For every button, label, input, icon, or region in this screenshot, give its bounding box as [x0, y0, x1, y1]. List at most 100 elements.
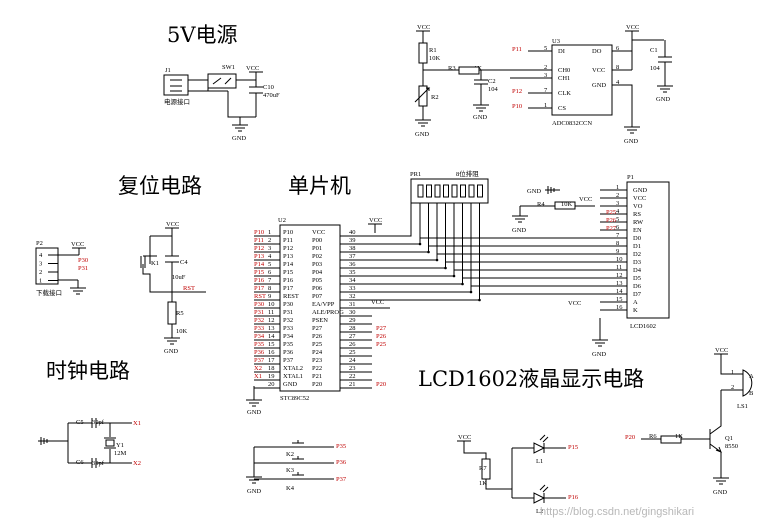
adc-c2-val: 104: [488, 86, 499, 93]
reset-vcc: VCC: [166, 221, 179, 228]
adc-rpin-num-0: 6: [616, 45, 620, 52]
lcd-pin-name-5: EN: [633, 227, 642, 234]
mcu-rpin-net-0: P27: [376, 325, 387, 332]
adc-c1-val: 104: [650, 65, 661, 72]
bus-line-7: [372, 293, 600, 301]
mcu-rpin-num-3: 37: [349, 253, 356, 260]
lcd-pin-num-11: 12: [616, 272, 623, 279]
lcd-pin-num-13: 14: [616, 288, 623, 295]
key-k3: K3: [286, 467, 294, 474]
adc-r1-ref: R1: [429, 47, 437, 54]
adc-pin-name-1: CH0: [558, 67, 570, 74]
mcu-rpin-name-4: P03: [312, 261, 322, 268]
mcu-lpin-net-7: P17: [254, 285, 265, 292]
mcu-rpin-num-4: 36: [349, 261, 356, 268]
mcu-rpin-num-7: 33: [349, 285, 356, 292]
led-vcc: VCC: [458, 434, 471, 441]
bus-line-5: [372, 277, 600, 285]
pr1-cell-5: [460, 184, 466, 198]
lcd-pin-name-10: D4: [633, 267, 642, 274]
lcd-pin-name-0: GND: [633, 187, 647, 194]
adc-rpin-name-1: VCC: [592, 67, 605, 74]
lcd-pin-name-14: A: [633, 299, 638, 306]
bus-line-6: [372, 285, 600, 293]
power-vcc-wire: [236, 71, 263, 87]
buzzer-gnd-label: GND: [713, 489, 727, 496]
adc-gnd-wire: [612, 84, 640, 134]
mcu-lpin-num-4: 5: [268, 261, 271, 268]
clock-x2: X2: [133, 460, 141, 467]
j1-ref: J1: [165, 67, 171, 74]
mcu-lpin-net-9: P30: [254, 301, 264, 308]
adc-r1-vcc: VCC: [417, 24, 430, 31]
mcu-lpin-name-8: REST: [283, 293, 299, 300]
bus-line-1: [372, 245, 600, 253]
mcu-lpin-num-13: 14: [268, 333, 275, 340]
prog-pin-num-1: 3: [39, 261, 42, 268]
mcu-rpin-num-18: 22: [349, 373, 356, 380]
mcu-rpin-name-13: P26: [312, 333, 323, 340]
mcu-lpin-name-1: P11: [283, 237, 293, 244]
lcd-pin-name-6: D0: [633, 235, 641, 242]
mcu-rpin-num-6: 34: [349, 277, 356, 284]
mcu-rpin-name-6: P05: [312, 277, 322, 284]
pr1-cell-0: [417, 184, 424, 198]
lcd-r4-gnd-label: GND: [512, 227, 526, 234]
mcu-rpin-num-9: 31: [349, 301, 356, 308]
title-mcu: 单片机: [288, 174, 351, 198]
resistor-pack: PR1 8位排阻: [410, 169, 489, 204]
lcd-net-en: P27: [606, 225, 617, 232]
mcu-lpin-net-13: P34: [254, 333, 265, 340]
mcu-lpin-num-5: 6: [268, 269, 272, 276]
led-circuit: VCC R7 1K L1 L2 P15 P16: [457, 434, 579, 515]
buzzer-net: P20: [625, 434, 635, 441]
lcd-pin-num-9: 10: [616, 256, 623, 263]
mcu-lpin-num-2: 3: [268, 245, 271, 252]
lcd-pin-name-11: D5: [633, 275, 641, 282]
mcu-name: STC89C52: [280, 395, 309, 402]
mcu-lpin-net-15: P36: [254, 349, 265, 356]
adc-r2-gnd-label: GND: [415, 131, 429, 138]
mcu-rpin-num-16: 24: [349, 357, 356, 364]
mcu-lpin-net-10: P31: [254, 309, 264, 316]
mcu-rpin-num-10: 30: [349, 309, 356, 316]
adc-r1-val: 10K: [429, 55, 441, 62]
pr1-cell-1: [426, 184, 432, 198]
lcd-net-rw: P26: [606, 217, 617, 224]
lcd-name: LCD1602: [630, 323, 656, 330]
adc-pin-num-3: 7: [544, 87, 548, 94]
buzzer-wires: [714, 353, 743, 410]
mcu-rpin-name-12: P27: [312, 325, 323, 332]
reset-cap: [165, 255, 179, 292]
prog-ref: P2: [36, 240, 43, 247]
adc-c1-ref: C1: [650, 47, 658, 54]
mcu-rpin-name-0: VCC: [312, 229, 325, 236]
mcu-lpin-name-14: P35: [283, 341, 293, 348]
mcu-gnd-symbol: [246, 386, 262, 407]
adc-c1-gnd: [657, 85, 673, 93]
buzzer-q-ref: Q1: [725, 435, 733, 442]
reset-key-ref: K1: [151, 260, 159, 267]
mcu-lpin-net-4: P14: [254, 261, 265, 268]
adc-c2-ref: C2: [488, 78, 496, 85]
led-l2-ref: L2: [536, 508, 543, 515]
mcu-lpin-num-16: 17: [268, 357, 275, 364]
mcu-lpin-num-6: 7: [268, 277, 272, 284]
mcu-lpin-num-7: 8: [268, 285, 271, 292]
lcd-gnd-net: GND: [527, 188, 541, 195]
power-circuit: J1 电源接口 SW1 VCC C10 470uF GND: [163, 64, 280, 142]
lcd-r4-gnd: [512, 205, 555, 223]
lcd-pin-name-3: RS: [633, 211, 641, 218]
buzzer-ref: LS1: [737, 403, 748, 410]
mcu-lpin-net-11: P32: [254, 317, 264, 324]
clock-x1: X1: [133, 420, 141, 427]
led-r7-ref: R7: [479, 465, 487, 472]
led-l1: [533, 442, 546, 454]
mcu-rpin-name-14: P25: [312, 341, 322, 348]
power-gnd-wire: [227, 91, 256, 125]
mcu-rpin-num-2: 38: [349, 245, 356, 252]
clock-crystal: [105, 439, 115, 447]
power-switch-contact: [212, 77, 232, 85]
sw1-ref: SW1: [222, 64, 235, 71]
